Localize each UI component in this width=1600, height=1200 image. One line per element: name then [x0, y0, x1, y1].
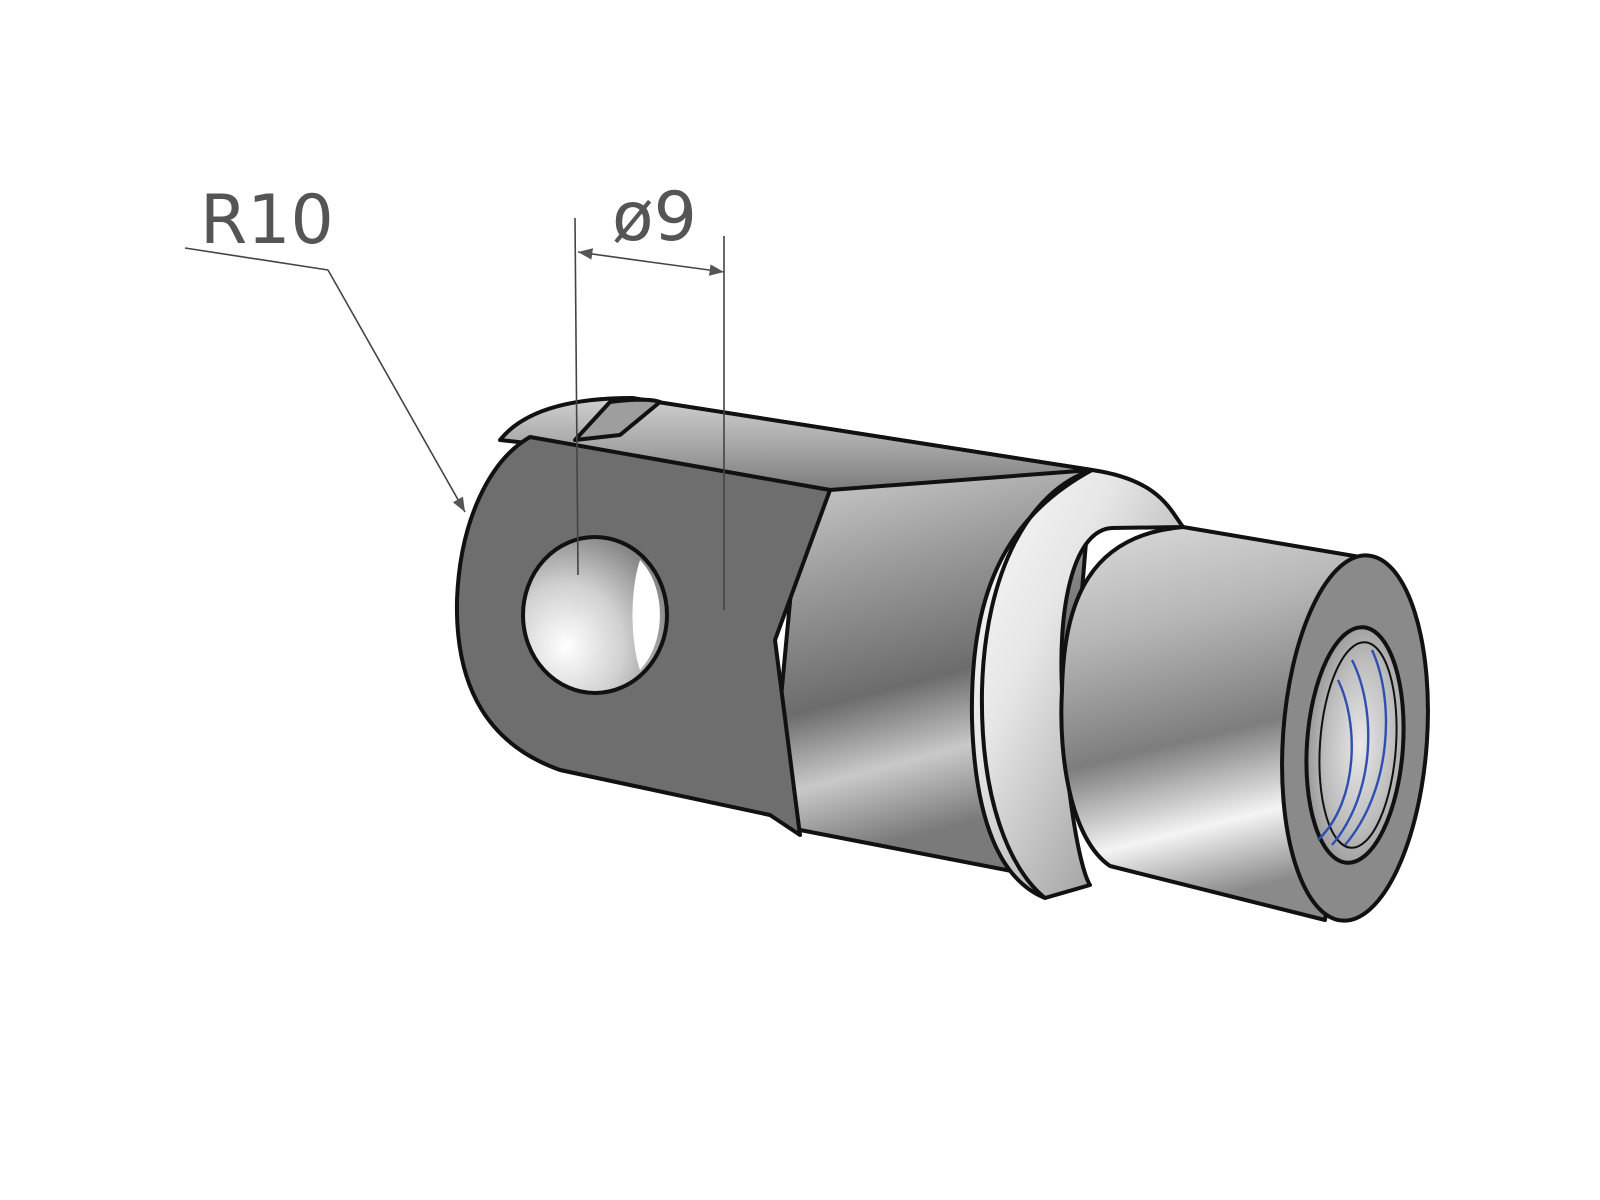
thread-lines — [1317, 649, 1388, 846]
fork-top-surface — [498, 396, 1094, 492]
body-chamfer-ring — [969, 468, 1185, 900]
diameter-dimension: ø9 — [574, 178, 725, 610]
radius-dimension: R10 — [184, 181, 466, 513]
cross-hole — [521, 535, 669, 695]
radius-label: R10 — [200, 181, 334, 260]
diameter-label: ø9 — [612, 178, 697, 257]
